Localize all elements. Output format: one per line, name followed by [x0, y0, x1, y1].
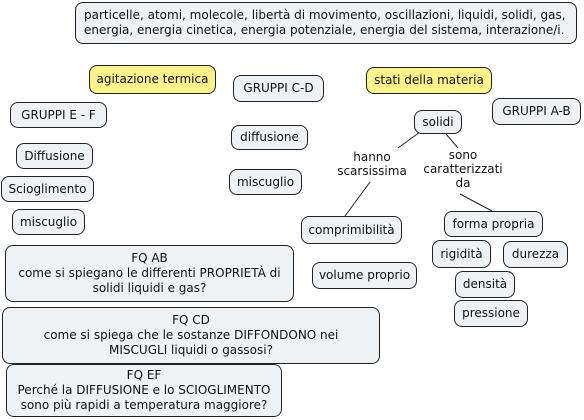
gruppi-ab-label: GRUPPI A-B	[502, 104, 571, 118]
fq-ab-title: FQ AB	[131, 251, 168, 265]
sono-caratterizzati-text: sono caratterizzati da	[423, 148, 503, 190]
gruppi-cd-node: GRUPPI C-D	[233, 75, 324, 102]
densita-label: densità	[462, 277, 508, 291]
comprimibilita-label: comprimibilità	[308, 222, 395, 237]
solidi-node: solidi	[414, 110, 462, 134]
volume-proprio-label: volume proprio	[318, 268, 411, 282]
hanno-scarsissima-label: hanno scarsissima	[336, 150, 408, 178]
agitazione-termica-label: agitazione termica	[96, 72, 209, 86]
pressione-label: pressione	[462, 306, 520, 320]
fq-ab-text: come si spiegano le differenti PROPRIETÀ…	[18, 266, 281, 295]
gruppi-ef-label: GRUPPI E - F	[21, 107, 96, 122]
diffusione-cd-node: diffusione	[231, 125, 308, 150]
durezza-label: durezza	[511, 247, 560, 261]
miscuglio-ef-node: miscuglio	[12, 209, 85, 235]
fq-cd-text: come si spiega che le sostanze DIFFONDON…	[43, 328, 339, 357]
diffusione-ef-node: Diffusione	[16, 143, 93, 169]
gruppi-ef-node: GRUPPI E - F	[10, 102, 107, 128]
keywords-text: particelle, atomi, molecole, libertà di …	[84, 8, 566, 37]
durezza-node: durezza	[503, 241, 568, 268]
stati-della-materia-node: stati della materia	[366, 67, 492, 94]
miscuglio-cd-label: miscuglio	[236, 174, 295, 189]
link-hanno-comprimibilita	[344, 181, 371, 217]
fq-ab-box: FQ AB come si spiegano le differenti PRO…	[5, 245, 294, 302]
agitazione-termica-node: agitazione termica	[89, 65, 216, 94]
diffusione-cd-label: diffusione	[240, 130, 299, 144]
keywords-box: particelle, atomi, molecole, libertà di …	[75, 2, 577, 44]
gruppi-ab-node: GRUPPI A-B	[492, 98, 581, 125]
fq-ef-box: FQ EF Perché la DIFFUSIONE e lo SCIOGLIM…	[6, 364, 282, 417]
forma-propria-node: forma propria	[444, 211, 543, 237]
volume-proprio-node: volume proprio	[312, 262, 417, 289]
stati-della-materia-label: stati della materia	[374, 73, 484, 87]
fq-ef-text: Perché la DIFFUSIONE e lo SCIOGLIMENTO s…	[17, 383, 271, 412]
rigidita-label: rigidità	[440, 246, 483, 261]
solidi-label: solidi	[422, 114, 454, 129]
forma-propria-label: forma propria	[452, 216, 535, 231]
fq-cd-box: FQ CD come si spiega che le sostanze DIF…	[2, 307, 380, 364]
sono-caratterizzati-label: sono caratterizzati da	[420, 148, 506, 190]
miscuglio-ef-label: miscuglio	[19, 214, 78, 229]
pressione-node: pressione	[454, 300, 528, 327]
gruppi-cd-label: GRUPPI C-D	[243, 81, 314, 95]
comprimibilita-node: comprimibilità	[301, 216, 402, 244]
diffusione-ef-label: Diffusione	[24, 148, 85, 163]
rigidita-node: rigidità	[432, 240, 491, 268]
link-solidi-hanno	[397, 131, 421, 149]
fq-cd-title: FQ CD	[172, 313, 210, 327]
miscuglio-cd-node: miscuglio	[229, 169, 302, 195]
scioglimento-label: Scioglimento	[8, 181, 87, 196]
hanno-scarsissima-text: hanno scarsissima	[337, 150, 407, 178]
link-solidi-sono	[445, 133, 459, 149]
scioglimento-node: Scioglimento	[1, 176, 94, 202]
densita-node: densità	[455, 271, 515, 298]
fq-ef-title: FQ EF	[126, 368, 162, 382]
link-sono-forma	[459, 193, 493, 212]
